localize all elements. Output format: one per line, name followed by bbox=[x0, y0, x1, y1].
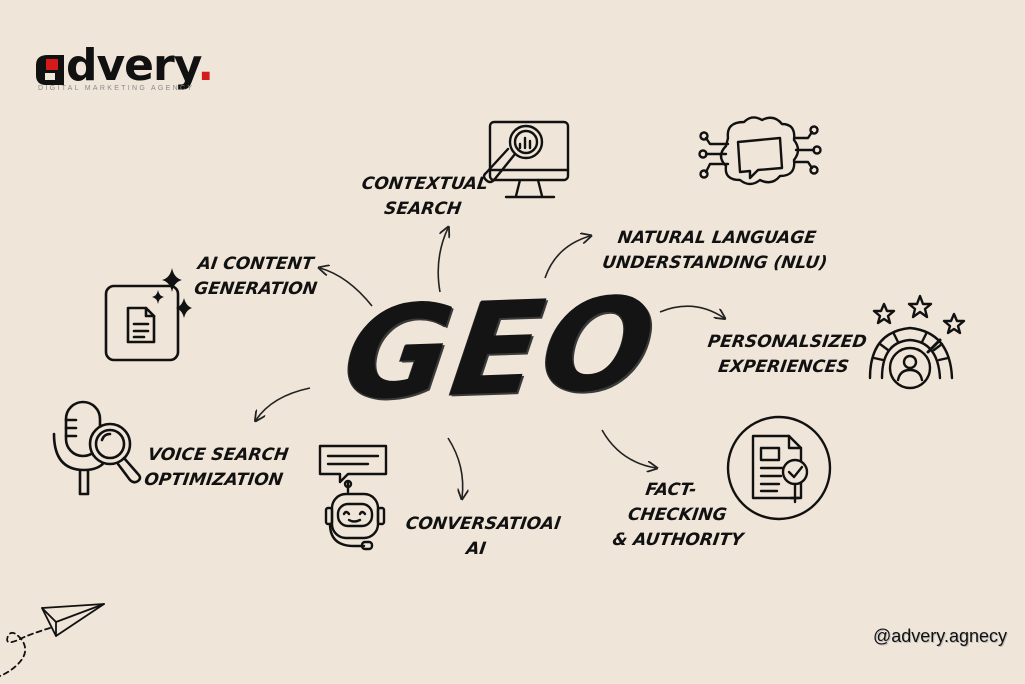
geo-title: GEO bbox=[335, 269, 666, 430]
label-ai-content: AI CONTENT GENERATION bbox=[192, 254, 319, 299]
arrow-conversational bbox=[447, 437, 463, 498]
label-personalized: PERSONALSIZED EXPERIENCES bbox=[706, 332, 868, 377]
logo-tagline: DIGITAL MARKETING AGENCY bbox=[38, 85, 195, 92]
rating-gauge-icon bbox=[868, 294, 966, 390]
label-contextual-search: CONTEXTUAL SEARCH bbox=[360, 174, 490, 219]
arrow-fact bbox=[601, 429, 656, 468]
label-conversational-ai: CONVERSATIOAl AI bbox=[404, 514, 562, 559]
document-sparkle-icon bbox=[104, 268, 192, 362]
monitor-analytics-icon bbox=[482, 120, 570, 199]
label-voice-search: VOICE SEARCH OPTIMIZATION bbox=[142, 445, 290, 490]
chatbot-icon bbox=[318, 444, 388, 551]
paper-plane-icon bbox=[0, 603, 105, 677]
arrow-voice bbox=[256, 387, 311, 420]
brain-chat-icon bbox=[698, 116, 822, 186]
logo-mark-icon bbox=[36, 55, 64, 85]
verified-document-icon bbox=[726, 415, 832, 521]
social-handle: @advery.agnecy bbox=[872, 626, 1007, 646]
logo-letters: dvery bbox=[66, 40, 198, 91]
label-nlu: NATURAL LANGUAGE UNDERSTANDING (NLU) bbox=[600, 228, 829, 273]
geo-title-block: GEO bbox=[335, 270, 665, 435]
microphone-search-icon bbox=[52, 400, 142, 496]
logo-dot: . bbox=[197, 40, 214, 91]
brand-logo: dvery. DIGITAL MARKETING AGENCY bbox=[36, 42, 236, 98]
